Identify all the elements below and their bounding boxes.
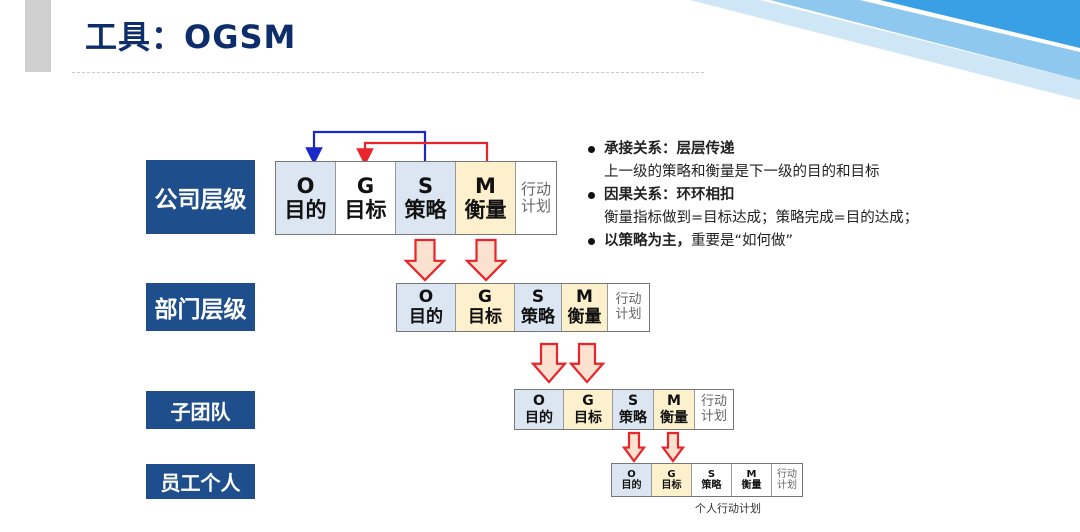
bullet-dot-icon: [588, 146, 595, 153]
note-item: 因果关系：环环相扣: [588, 184, 918, 207]
left-accent-bar: [25, 0, 51, 72]
cell-plan-line: 计划: [615, 306, 642, 322]
note-heading: 以策略为主，: [604, 233, 691, 249]
cell-plan-line: 计划: [777, 480, 797, 491]
level-label-subteam: 子团队: [146, 391, 255, 429]
ogsm-cell-action-plan: 行动计划: [695, 390, 733, 429]
cell-letter: G: [356, 173, 375, 198]
cell-label: 目标: [468, 306, 502, 327]
cell-label: 目标: [344, 198, 387, 222]
cell-letter: O: [533, 393, 545, 410]
cell-letter: M: [667, 393, 681, 410]
elbow-arrow-icon: [305, 130, 427, 182]
cell-label: 衡量: [464, 198, 507, 222]
cell-plan-line: 计划: [700, 408, 727, 424]
cell-label: 目的: [621, 480, 642, 491]
cell-label: 目标: [661, 480, 682, 491]
cell-letter: S: [417, 173, 434, 198]
cell-label: 目标: [574, 409, 602, 426]
bullet-dot-icon: [588, 192, 595, 199]
cell-letter: O: [418, 286, 434, 307]
cell-letter: O: [296, 173, 315, 198]
note-detail: 衡量指标做到=目标达成；策略完成=目的达成；: [604, 210, 919, 226]
cell-letter: G: [667, 468, 676, 480]
down-block-arrow-icon: [621, 431, 647, 463]
level-label-employee: 员工个人: [146, 464, 255, 499]
cell-letter: S: [707, 468, 716, 480]
down-block-arrow-icon: [530, 342, 568, 384]
ogsm-cell-action-plan: 行动计划: [608, 284, 649, 331]
cell-label: 策略: [404, 198, 447, 222]
down-block-arrow-icon: [403, 238, 447, 282]
note-detail: 重要是“如何做”: [691, 233, 794, 249]
cell-letter: G: [478, 286, 492, 307]
level-label-department: 部门层级: [146, 283, 255, 331]
cell-label: 策略: [521, 306, 555, 327]
cell-letter: M: [746, 468, 757, 480]
down-block-arrow-icon: [464, 238, 508, 282]
bullet-dot-icon: [588, 238, 595, 245]
cell-label: 策略: [619, 409, 647, 426]
title-divider: [72, 72, 704, 73]
cell-plan-line: 行动: [615, 291, 642, 307]
ogsm-cell-action-plan: 行动计划: [772, 464, 802, 496]
note-heading: 因果关系：环环相扣: [604, 187, 735, 203]
note-heading: 承接关系：层层传递: [604, 141, 735, 157]
cell-label: 目的: [525, 409, 553, 426]
ogsm-cell-action-plan: 行动计划: [516, 162, 556, 234]
level-label-company: 公司层级: [146, 160, 255, 234]
cell-letter: M: [475, 173, 496, 198]
cell-label: 衡量: [741, 480, 762, 491]
cell-label: 衡量: [567, 306, 602, 327]
cell-plan-line: 行动: [520, 179, 551, 198]
cell-label: 衡量: [660, 409, 688, 426]
note-item: 承接关系：层层传递: [588, 138, 918, 161]
cell-plan-line: 行动: [700, 393, 727, 409]
cell-letter: G: [582, 393, 594, 410]
cell-letter: S: [627, 393, 639, 410]
page-title: 工具：OGSM: [85, 18, 297, 56]
down-block-arrow-icon: [660, 431, 686, 463]
cell-label: 策略: [701, 480, 722, 491]
note-detail: 上一级的策略和衡量是下一级的目的和目标: [604, 164, 880, 180]
personal-action-plan-caption: 个人行动计划: [695, 502, 761, 515]
cell-label: 目的: [284, 198, 327, 222]
cell-letter: O: [627, 468, 636, 480]
cell-label: 目的: [409, 306, 443, 327]
corner-decoration: [690, 0, 1080, 100]
down-block-arrow-icon: [568, 342, 606, 384]
notes-list: 承接关系：层层传递 上一级的策略和衡量是下一级的目的和目标 因果关系：环环相扣 …: [588, 138, 918, 253]
cell-letter: M: [576, 286, 593, 307]
cell-plan-line: 行动: [777, 468, 797, 480]
elbow-arrow-icon: [356, 141, 489, 166]
cell-letter: S: [531, 286, 545, 307]
cell-plan-line: 计划: [520, 197, 551, 215]
note-item: 以策略为主，重要是“如何做”: [588, 230, 918, 253]
